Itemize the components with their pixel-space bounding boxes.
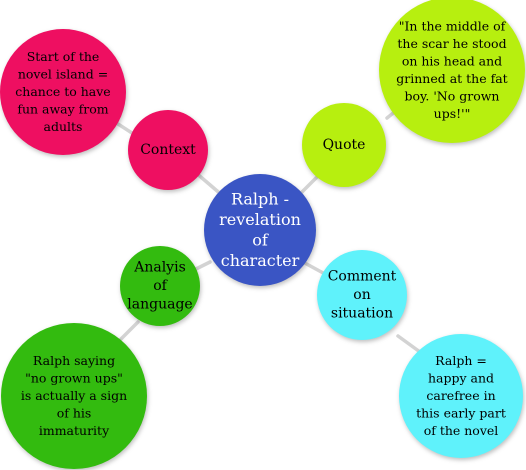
node-context-detail: Start of the novel island = chance to have… bbox=[0, 29, 126, 155]
connector-context-detail bbox=[116, 122, 134, 135]
quote-circle bbox=[302, 103, 386, 187]
center-line: Ralph - bbox=[231, 189, 289, 208]
node-situation-detail: Ralph = happy and carefree in this early pa… bbox=[399, 334, 523, 458]
context-detail-circle bbox=[0, 29, 126, 155]
context-detail-label: Start of the novel island = chance to have… bbox=[15, 49, 110, 134]
situation-detail-line: carefree in bbox=[426, 388, 495, 403]
center-line: character bbox=[221, 250, 300, 269]
context-detail-line: Start of the bbox=[27, 49, 100, 64]
quote-detail-line: grinned at the fat bbox=[396, 70, 507, 85]
quote-detail-circle bbox=[379, 0, 525, 143]
connector-language-detail bbox=[118, 320, 140, 342]
situation-line: situation bbox=[331, 306, 393, 322]
language-detail-label: Ralph saying "no grown ups" is actually a … bbox=[21, 353, 127, 438]
situation-detail-line: happy and bbox=[428, 370, 494, 385]
context-detail-line: novel island = bbox=[18, 66, 108, 81]
situation-detail-circle bbox=[399, 334, 523, 458]
context-detail-line: adults bbox=[44, 119, 83, 134]
quote-label: Quote bbox=[323, 137, 366, 153]
node-quote-detail: "In the middle of the scar he stood on his… bbox=[379, 0, 525, 143]
context-detail-line: chance to have bbox=[15, 84, 110, 99]
situation-label: Comment on situation bbox=[328, 269, 397, 322]
node-language-detail: Ralph saying "no grown ups" is actually a … bbox=[1, 323, 147, 469]
situation-line: on bbox=[353, 287, 370, 303]
quote-detail-line: boy. 'No grown bbox=[404, 88, 499, 103]
center-line: revelation bbox=[219, 209, 301, 228]
context-label: Context bbox=[140, 142, 196, 158]
language-detail-line: is actually a sign bbox=[21, 388, 127, 403]
node-context: Context bbox=[128, 110, 208, 190]
quote-detail-line: "In the middle of bbox=[399, 18, 507, 33]
center-line: of bbox=[252, 230, 269, 249]
connector-situation-detail bbox=[396, 334, 422, 354]
language-detail-circle bbox=[1, 323, 147, 469]
language-detail-line: "no grown ups" bbox=[25, 370, 123, 385]
quote-detail-label: "In the middle of the scar he stood on his… bbox=[396, 18, 507, 121]
quote-line: Quote bbox=[323, 137, 366, 153]
quote-detail-line: on his head and bbox=[402, 53, 502, 68]
situation-circle bbox=[317, 250, 407, 340]
quote-detail-line: the scar he stood bbox=[397, 35, 506, 50]
node-language: Analyis of language bbox=[120, 246, 200, 326]
situation-detail-line: of the novel bbox=[424, 423, 499, 438]
language-detail-line: Ralph saying bbox=[33, 353, 115, 368]
context-detail-line: fun away from bbox=[17, 101, 108, 116]
quote-detail-line: ups!'" bbox=[434, 105, 471, 120]
language-circle bbox=[120, 246, 200, 326]
context-line: Context bbox=[140, 142, 196, 158]
situation-detail-line: this early part bbox=[416, 405, 506, 420]
language-line: of bbox=[153, 278, 168, 294]
connector-lines bbox=[116, 104, 422, 354]
situation-line: Comment bbox=[328, 269, 397, 285]
center-circle bbox=[204, 174, 316, 286]
connector-center-context bbox=[193, 170, 225, 198]
node-quote: Quote bbox=[302, 103, 386, 187]
connector-center-language bbox=[192, 260, 212, 272]
situation-detail-label: Ralph = happy and carefree in this early pa… bbox=[416, 353, 506, 438]
language-line: Analyis bbox=[133, 260, 186, 276]
connector-center-situation bbox=[301, 260, 327, 276]
node-situation: Comment on situation bbox=[317, 250, 407, 340]
context-circle bbox=[128, 110, 208, 190]
language-detail-line: of his bbox=[57, 405, 92, 420]
language-line: language bbox=[127, 297, 192, 313]
situation-detail-line: Ralph = bbox=[435, 353, 487, 368]
language-detail-line: immaturity bbox=[39, 423, 110, 438]
language-label: Analyis of language bbox=[127, 260, 192, 313]
